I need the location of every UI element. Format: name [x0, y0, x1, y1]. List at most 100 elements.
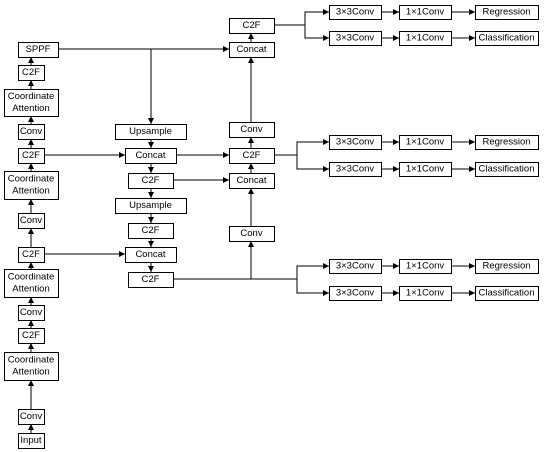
block-sppf: SPPF	[18, 42, 59, 58]
block-b-c2f2: C2F	[18, 247, 45, 263]
block-h1-d: 3×3Conv	[329, 31, 382, 46]
label-p-conv2: Conv	[240, 124, 262, 135]
block-h3-b: 1×1Conv	[399, 259, 452, 274]
connection-arrows	[28, 9, 475, 433]
label-b-ca2-2: Attention	[12, 284, 50, 295]
label-p-conv1: Conv	[240, 228, 262, 239]
label-h3-f: Classification	[479, 288, 535, 299]
label-n-up1: Upsample	[129, 126, 172, 137]
block-b-conv4: Conv	[18, 124, 45, 140]
block-b-c2f1: C2F	[18, 328, 45, 344]
block-n-c2f1: C2F	[128, 173, 174, 189]
label-h2-e: 1×1Conv	[406, 164, 445, 175]
block-n-c2f3: C2F	[128, 272, 174, 288]
block-input: Input	[18, 433, 45, 449]
block-h3-d: 3×3Conv	[329, 286, 382, 301]
block-h2-b: 1×1Conv	[399, 135, 452, 150]
label-b-conv2: Conv	[20, 307, 42, 318]
label-p-c2f1: C2F	[243, 150, 261, 161]
label-n-cat2: Concat	[135, 249, 165, 260]
block-h3-e: 1×1Conv	[399, 286, 452, 301]
head1-to-top-conv3	[304, 9, 329, 25]
block-h1-b: 1×1Conv	[399, 5, 452, 20]
block-b-conv3: Conv	[18, 213, 45, 229]
head3-to-top-conv3	[296, 263, 329, 279]
label-h1-c: Regression	[482, 7, 530, 18]
label-b-ca2-1: Coordinate	[8, 272, 54, 283]
label-b-conv3: Conv	[20, 215, 42, 226]
block-h2-e: 1×1Conv	[399, 162, 452, 177]
label-n-c2f1: C2F	[142, 175, 160, 186]
label-b-ca1-1: Coordinate	[8, 355, 54, 366]
block-n-up2: Upsample	[115, 198, 187, 214]
label-h1-f: Classification	[479, 33, 535, 44]
block-p-c2f2: C2F	[229, 18, 275, 34]
head2-to-top-conv3	[296, 139, 329, 155]
block-b-c2f3: C2F	[18, 148, 45, 164]
label-h3-d: 3×3Conv	[336, 288, 375, 299]
block-p-conv2: Conv	[229, 122, 275, 138]
label-b-ca3-1: Coordinate	[8, 174, 54, 185]
block-h3-f: Classification	[475, 286, 539, 301]
label-sppf: SPPF	[26, 44, 51, 55]
label-b-conv4: Conv	[20, 126, 42, 137]
label-h2-b: 1×1Conv	[406, 137, 445, 148]
block-p-cat1: Concat	[229, 173, 275, 189]
label-b-ca3-2: Attention	[12, 186, 50, 197]
block-h2-a: 3×3Conv	[329, 135, 382, 150]
block-b-c2f4: C2F	[18, 65, 45, 81]
label-b-conv1: Conv	[20, 411, 42, 422]
label-b-ca4-1: Coordinate	[8, 91, 54, 102]
block-h1-e: 1×1Conv	[399, 31, 452, 46]
block-p-cat2: Concat	[229, 42, 275, 58]
label-h1-d: 3×3Conv	[336, 33, 375, 44]
label-h3-b: 1×1Conv	[406, 261, 445, 272]
label-n-cat1: Concat	[135, 150, 165, 161]
label-p-c2f2: C2F	[243, 20, 261, 31]
block-p-conv1: Conv	[229, 226, 275, 242]
label-b-ca1-2: Attention	[12, 367, 50, 378]
label-b-ca4-2: Attention	[12, 103, 50, 114]
block-b-conv2: Conv	[18, 305, 45, 321]
label-b-c2f1: C2F	[22, 330, 40, 341]
block-h3-c: Regression	[475, 259, 539, 274]
label-h1-e: 1×1Conv	[406, 33, 445, 44]
label-input: Input	[20, 435, 41, 446]
head2-to-bottom-conv3	[296, 155, 329, 172]
block-h2-c: Regression	[475, 135, 539, 150]
arrow-c2f3-pan-conv1	[173, 241, 254, 280]
label-h2-c: Regression	[482, 137, 530, 148]
label-h3-a: 3×3Conv	[336, 261, 375, 272]
label-p-cat1: Concat	[236, 175, 266, 186]
label-h1-a: 3×3Conv	[336, 7, 375, 18]
label-h3-e: 1×1Conv	[406, 288, 445, 299]
block-n-c2f2: C2F	[128, 223, 174, 239]
head3-to-bottom-conv3	[296, 279, 329, 296]
diagram-blocks: InputConvCoordinateAttentionC2FConvCoord…	[4, 5, 539, 449]
head1-to-bottom-conv3	[304, 25, 329, 41]
block-n-cat2: Concat	[125, 247, 177, 263]
label-h3-c: Regression	[482, 261, 530, 272]
block-h2-d: 3×3Conv	[329, 162, 382, 177]
block-h1-a: 3×3Conv	[329, 5, 382, 20]
label-h2-a: 3×3Conv	[336, 137, 375, 148]
block-h1-f: Classification	[475, 31, 539, 46]
label-p-cat2: Concat	[236, 44, 266, 55]
block-n-cat1: Concat	[125, 148, 177, 164]
label-b-c2f4: C2F	[22, 67, 40, 78]
label-h2-d: 3×3Conv	[336, 164, 375, 175]
block-h2-f: Classification	[475, 162, 539, 177]
label-h1-b: 1×1Conv	[406, 7, 445, 18]
label-n-up2: Upsample	[129, 200, 172, 211]
block-p-c2f1: C2F	[229, 148, 275, 164]
block-b-conv1: Conv	[18, 409, 45, 425]
label-n-c2f3: C2F	[142, 274, 160, 285]
block-h3-a: 3×3Conv	[329, 259, 382, 274]
block-h1-c: Regression	[475, 5, 539, 20]
label-b-c2f3: C2F	[22, 150, 40, 161]
